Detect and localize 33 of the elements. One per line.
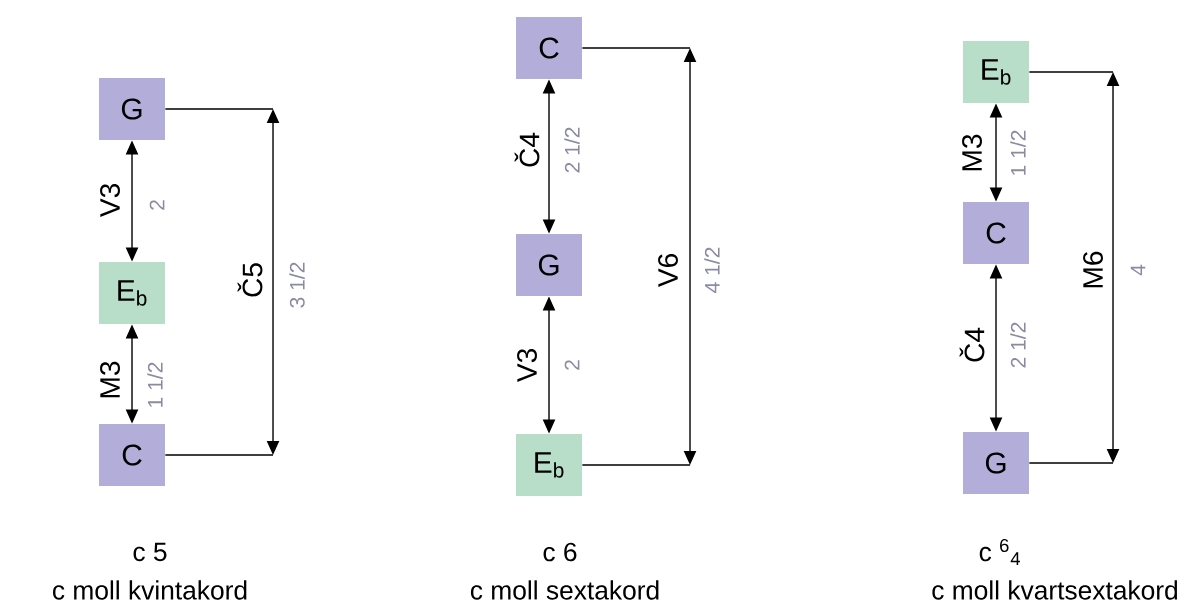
semitone-count: 1 1/2 [1010,130,1026,175]
note-box: E$_{b}$ [516,434,582,496]
interval-label: V3 [100,184,120,218]
chord-caption: c $^{6}$4 [979,539,1020,565]
note-box: C [963,202,1029,264]
chord-caption: c moll sextakord [470,580,659,600]
note-box: E$_{b}$ [99,262,165,324]
note-box: G [963,432,1029,494]
semitone-count: 3 1/2 [289,262,305,308]
interval-label: Č4 [959,327,985,362]
note-box: C [516,17,582,79]
interval-label: Č4 [514,132,540,167]
note-box: G [516,234,582,296]
semitone-count: 2 1/2 [564,127,580,173]
interval-label: M3 [100,361,120,398]
semitone-count: 4 1/2 [704,247,720,293]
interval-label: M3 [962,134,982,171]
chord-caption: c 6 [543,542,577,562]
chord-caption: c moll kvartsextakord [932,580,1177,600]
interval-label: M6 [1083,251,1103,288]
semitone-count: 2 [149,200,165,210]
note-box: G [99,78,165,140]
note-box: C [99,424,165,486]
interval-label: Č5 [237,263,263,297]
note-box: E$_{b}$ [963,41,1029,103]
semitone-count: 2 [564,360,580,370]
chord-caption: c moll kvintakord [53,580,247,600]
chord-caption: c 5 [133,542,167,562]
interval-label: V6 [658,254,678,288]
interval-label: V3 [517,349,537,383]
semitone-count: 2 1/2 [1010,322,1026,368]
semitone-count: 4 [1130,264,1146,276]
semitone-count: 1 1/2 [147,362,163,407]
